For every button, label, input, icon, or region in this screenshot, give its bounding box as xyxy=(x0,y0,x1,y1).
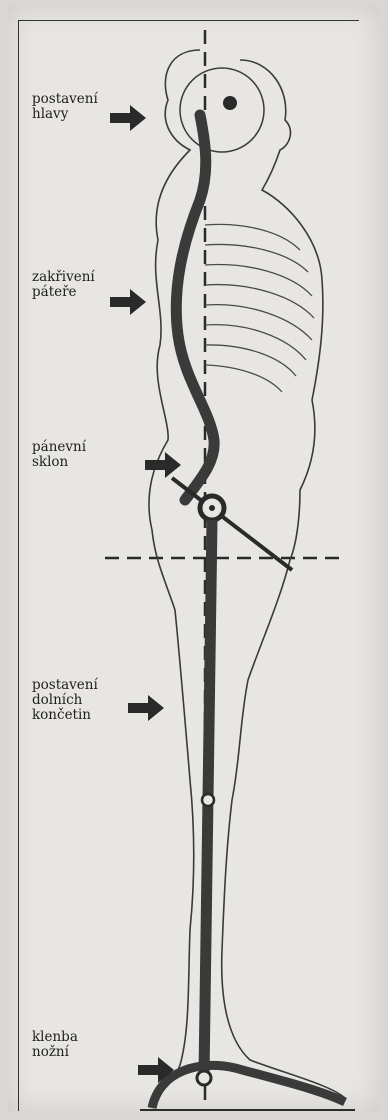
spine xyxy=(176,115,214,500)
label-text: hlavy xyxy=(32,107,98,122)
label-text: zakřivení xyxy=(32,270,95,285)
foot-arch xyxy=(152,1065,345,1108)
ear-point xyxy=(223,96,237,110)
body-outline xyxy=(149,50,345,1098)
ankle-joint xyxy=(197,1071,211,1085)
label-text: dolních xyxy=(32,693,98,708)
label-spine-curvature: zakřivení páteře xyxy=(32,270,95,300)
pelvic-tilt-line xyxy=(172,478,292,570)
arrow-right-icon xyxy=(145,450,181,480)
label-text: postavení xyxy=(32,678,98,693)
label-text: sklon xyxy=(32,455,86,470)
rib-cage xyxy=(205,224,314,392)
skull-outline xyxy=(180,68,264,152)
label-text: pánevní xyxy=(32,440,86,455)
arrow-right-icon xyxy=(138,1055,174,1085)
arrow-right-icon xyxy=(110,103,146,133)
label-text: klenba xyxy=(32,1030,78,1045)
label-foot-arch: klenba nožní xyxy=(32,1030,78,1060)
label-legs-position: postavení dolních končetin xyxy=(32,678,98,723)
label-text: končetin xyxy=(32,708,98,723)
label-head-position: postavení hlavy xyxy=(32,92,98,122)
arrow-right-icon xyxy=(128,693,164,723)
label-text: postavení xyxy=(32,92,98,107)
label-text: páteře xyxy=(32,285,95,300)
label-pelvic-tilt: pánevní sklon xyxy=(32,440,86,470)
knee-joint xyxy=(202,794,214,806)
arrow-right-icon xyxy=(110,287,146,317)
label-text: nožní xyxy=(32,1045,78,1060)
